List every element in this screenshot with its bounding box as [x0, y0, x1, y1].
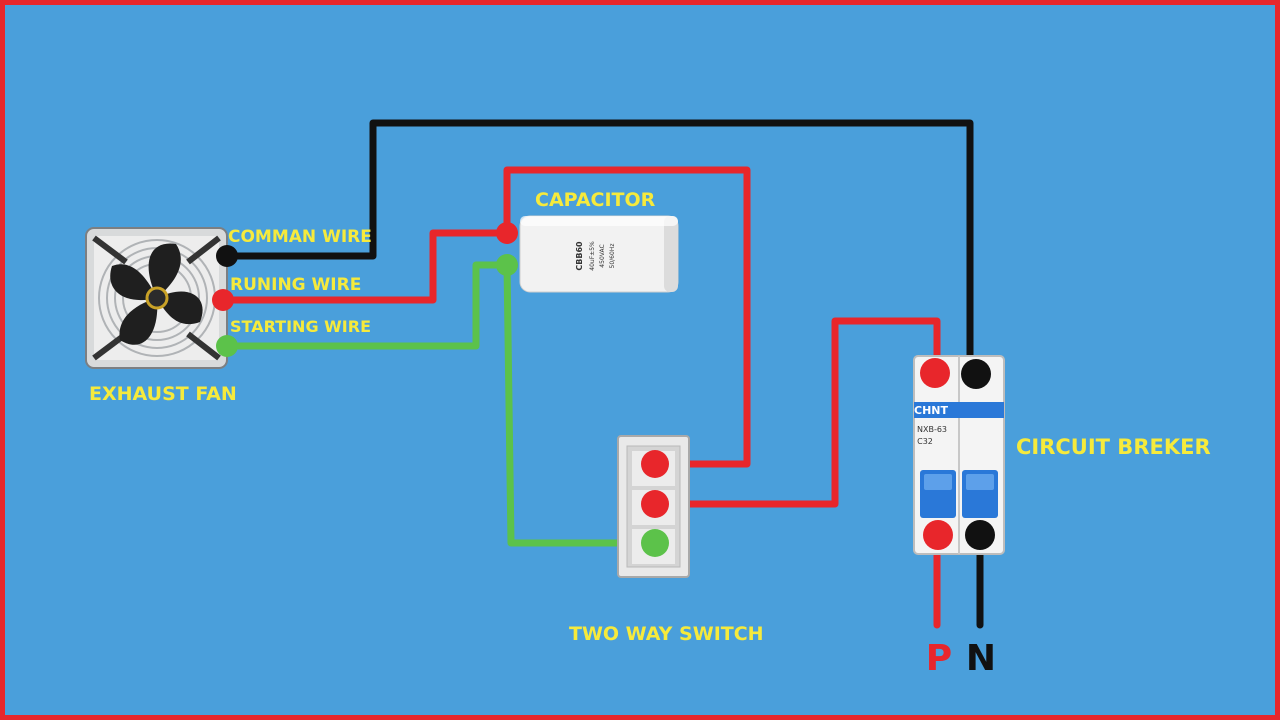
- capacitor-terminal-2: [496, 254, 518, 276]
- breaker-bottom-right-terminal: [965, 520, 995, 550]
- capacitor-marking-2: 450VAC: [599, 244, 606, 267]
- switch-terminal-2: [641, 490, 669, 518]
- two-way-switch-label: TWO WAY SWITCH: [569, 623, 764, 645]
- capacitor-marking-1: 40uF±5%: [589, 241, 596, 271]
- circuit-breaker-label: CIRCUIT BREKER: [1016, 435, 1211, 459]
- running-wire-label: RUNING WIRE: [230, 275, 361, 295]
- starting-wire-label: STARTING WIRE: [230, 317, 371, 336]
- circuit-breaker: CHNT NXB-63 C32: [913, 355, 1005, 555]
- capacitor-label: CAPACITOR: [535, 189, 656, 211]
- fan-starting-terminal: [216, 335, 238, 357]
- fan-common-terminal: [216, 245, 238, 267]
- phase-label: P: [926, 638, 952, 679]
- breaker-bottom-left-terminal: [923, 520, 953, 550]
- breaker-top-right-terminal: [961, 359, 991, 389]
- common-wire: [224, 119, 974, 378]
- capacitor-to-switch-wire: [503, 166, 751, 468]
- capacitor-model: CBB60: [575, 241, 584, 271]
- switch-to-starting-wire: [503, 261, 659, 547]
- capacitor-terminal-1: [496, 222, 518, 244]
- capacitor-marking-3: 50/60Hz: [609, 244, 616, 269]
- switch-to-breaker-wire: [651, 317, 941, 508]
- capacitor: CBB60 40uF±5% 450VAC 50/60Hz: [519, 215, 679, 293]
- switch-terminal-3: [641, 529, 669, 557]
- starting-wire: [224, 261, 511, 350]
- breaker-top-left-terminal: [920, 358, 950, 388]
- running-wire: [224, 229, 511, 304]
- breaker-brand: CHNT: [914, 404, 948, 417]
- breaker-model: NXB-63: [917, 425, 947, 434]
- breaker-rating: C32: [917, 437, 933, 446]
- switch-terminal-1: [641, 450, 669, 478]
- neutral-label: N: [966, 638, 996, 679]
- exhaust-fan: [85, 227, 228, 369]
- fan-running-terminal: [212, 289, 234, 311]
- exhaust-fan-label: EXHAUST FAN: [89, 383, 237, 405]
- two-way-switch: [617, 435, 690, 578]
- common-wire-label: COMMAN WIRE: [228, 227, 372, 247]
